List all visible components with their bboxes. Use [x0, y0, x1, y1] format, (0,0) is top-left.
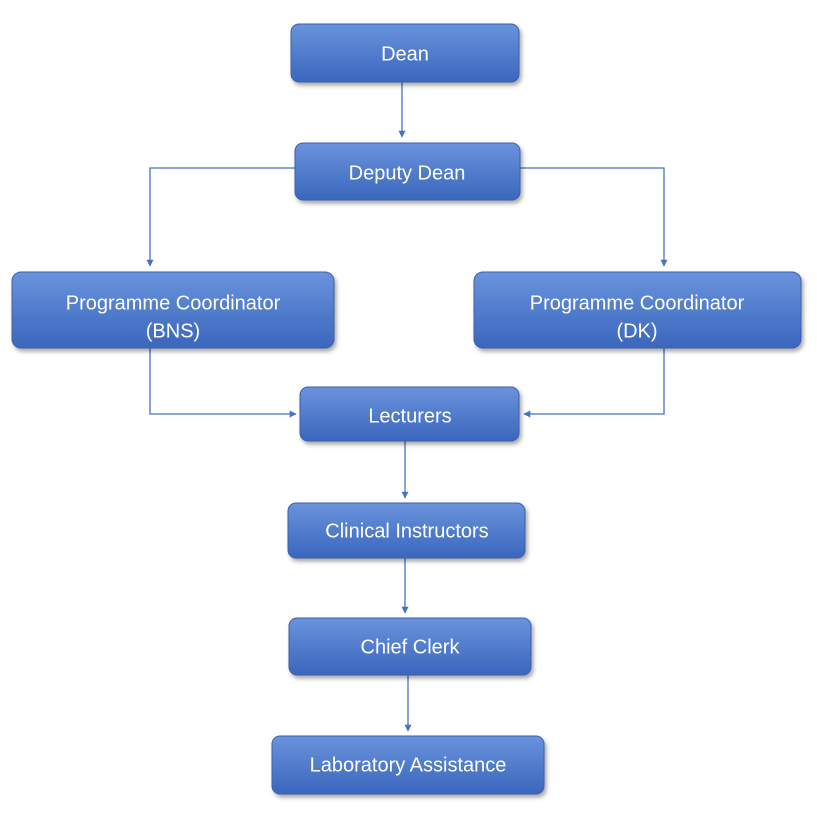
node-dean: Dean — [290, 23, 520, 83]
edge-deputy-dean-to-coordinator-dk — [520, 167, 668, 267]
node-chief-clerk-box — [288, 617, 532, 676]
node-dean-label: Dean — [381, 43, 429, 65]
node-laboratory-assistance: Laboratory Assistance — [271, 735, 545, 795]
node-clinical-instructors: Clinical Instructors — [287, 502, 526, 559]
edge-coordinator-bns-to-lecturers — [149, 348, 297, 418]
node-programme-coordinator-dk-box — [473, 271, 802, 349]
node-chief-clerk: Chief Clerk — [288, 617, 532, 676]
node-dean-box — [290, 23, 520, 83]
node-lecturers-label: Lecturers — [368, 405, 451, 427]
node-programme-coordinator-dk-line-1: Programme Coordinator — [530, 292, 745, 314]
edge-coordinator-dk-to-lecturers — [523, 348, 665, 418]
edge-deputy-dean-to-coordinator-bns — [146, 167, 295, 267]
node-clinical-instructors-label: Clinical Instructors — [325, 520, 488, 542]
node-lecturers-box — [299, 386, 520, 442]
node-deputy-dean-box — [294, 142, 521, 201]
connector-layer — [146, 82, 668, 732]
node-deputy-dean: Deputy Dean — [294, 142, 521, 201]
node-deputy-dean-label: Deputy Dean — [349, 162, 466, 184]
node-layer: Dean Deputy Dean Programme Coordinator (… — [11, 23, 802, 795]
node-laboratory-assistance-box — [271, 735, 545, 795]
node-lecturers: Lecturers — [299, 386, 520, 442]
node-programme-coordinator-bns-line-2: (BNS) — [146, 320, 200, 342]
node-programme-coordinator-bns-box — [11, 271, 335, 349]
node-laboratory-assistance-label: Laboratory Assistance — [310, 754, 507, 776]
node-programme-coordinator-bns: Programme Coordinator (BNS) — [11, 271, 335, 349]
node-chief-clerk-label: Chief Clerk — [361, 636, 461, 658]
node-programme-coordinator-dk-line-2: (DK) — [616, 320, 657, 342]
node-programme-coordinator-dk: Programme Coordinator (DK) — [473, 271, 802, 349]
node-clinical-instructors-box — [287, 502, 526, 559]
node-programme-coordinator-bns-line-1: Programme Coordinator — [66, 292, 281, 314]
